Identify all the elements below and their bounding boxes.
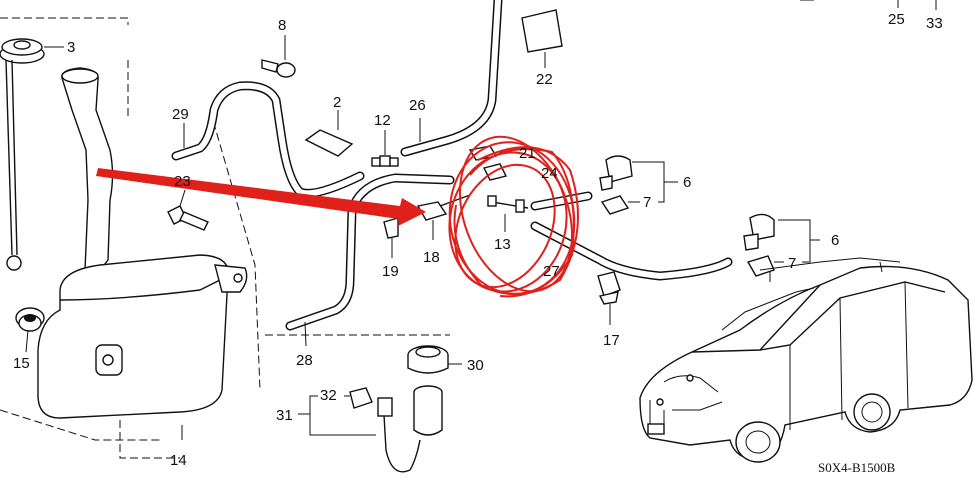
part-7-clip-upper	[600, 195, 640, 215]
label-part-24: 24	[541, 165, 558, 182]
red-circle-scribble	[448, 135, 579, 298]
label-part-21: 21	[519, 145, 536, 162]
label-part-27: 27	[543, 263, 560, 280]
part-15-grommet	[15, 307, 45, 353]
vehicle-minivan-outline	[639, 257, 973, 463]
part-6-nozzle-lower	[743, 213, 820, 263]
label-part-32: 32	[320, 387, 337, 404]
part-27-hose	[530, 191, 733, 281]
label-part-2: 2	[333, 94, 341, 111]
label-part-7-upper: 7	[643, 194, 651, 211]
label-part-12: 12	[374, 112, 391, 129]
part-31-pump	[298, 385, 443, 473]
part-29-hose	[171, 81, 365, 198]
label-part-6-lower: 6	[831, 232, 839, 249]
part-22-plate	[521, 9, 563, 68]
label-part-23: 23	[174, 173, 191, 190]
part-19-clip	[383, 217, 399, 258]
part-12-joint	[371, 130, 399, 167]
diagram-code: S0X4-B1500B	[818, 460, 896, 475]
part-2-pad	[304, 110, 354, 157]
part-3-filler-cap	[0, 38, 64, 271]
label-part-33: 33	[926, 15, 943, 32]
label-part-6-upper: 6	[683, 174, 691, 191]
part-32-connector	[344, 387, 373, 409]
part-26-hose	[400, 0, 503, 157]
label-part-30: 30	[467, 357, 484, 374]
label-part-3: 3	[67, 39, 75, 56]
label-part-17: 17	[603, 332, 620, 349]
label-part-19: 19	[382, 263, 399, 280]
label-part-13: 13	[494, 236, 511, 253]
part-14-washer-tank	[37, 67, 248, 440]
parts-25-33-pointers	[800, 0, 937, 10]
red-arrow-annotation	[96, 168, 426, 226]
part-labels: 3 8 2 26 12 29 23 22 21 24 13 18 19 27 6…	[13, 11, 943, 475]
label-part-15: 15	[13, 355, 30, 372]
part-17-clip	[597, 271, 621, 325]
label-part-22: 22	[536, 71, 553, 88]
part-8-bolt	[261, 35, 296, 78]
label-part-18: 18	[423, 249, 440, 266]
part-18-joint	[416, 194, 471, 240]
part-6-nozzle-upper	[599, 155, 678, 203]
part-30-seal	[407, 345, 462, 374]
dashed-frame-lines	[0, 17, 450, 459]
label-part-28: 28	[296, 352, 313, 369]
part-28-hose	[285, 173, 455, 347]
label-part-25: 25	[888, 11, 905, 28]
label-part-14: 14	[170, 452, 187, 469]
label-part-26: 26	[409, 97, 426, 114]
part-13-joint	[487, 195, 529, 232]
part-7-clip-lower	[746, 255, 784, 277]
label-part-29: 29	[172, 106, 189, 123]
label-part-7-lower: 7	[788, 255, 796, 272]
label-part-8: 8	[278, 17, 286, 34]
label-part-31: 31	[276, 407, 293, 424]
part-23-bolt	[167, 189, 209, 231]
